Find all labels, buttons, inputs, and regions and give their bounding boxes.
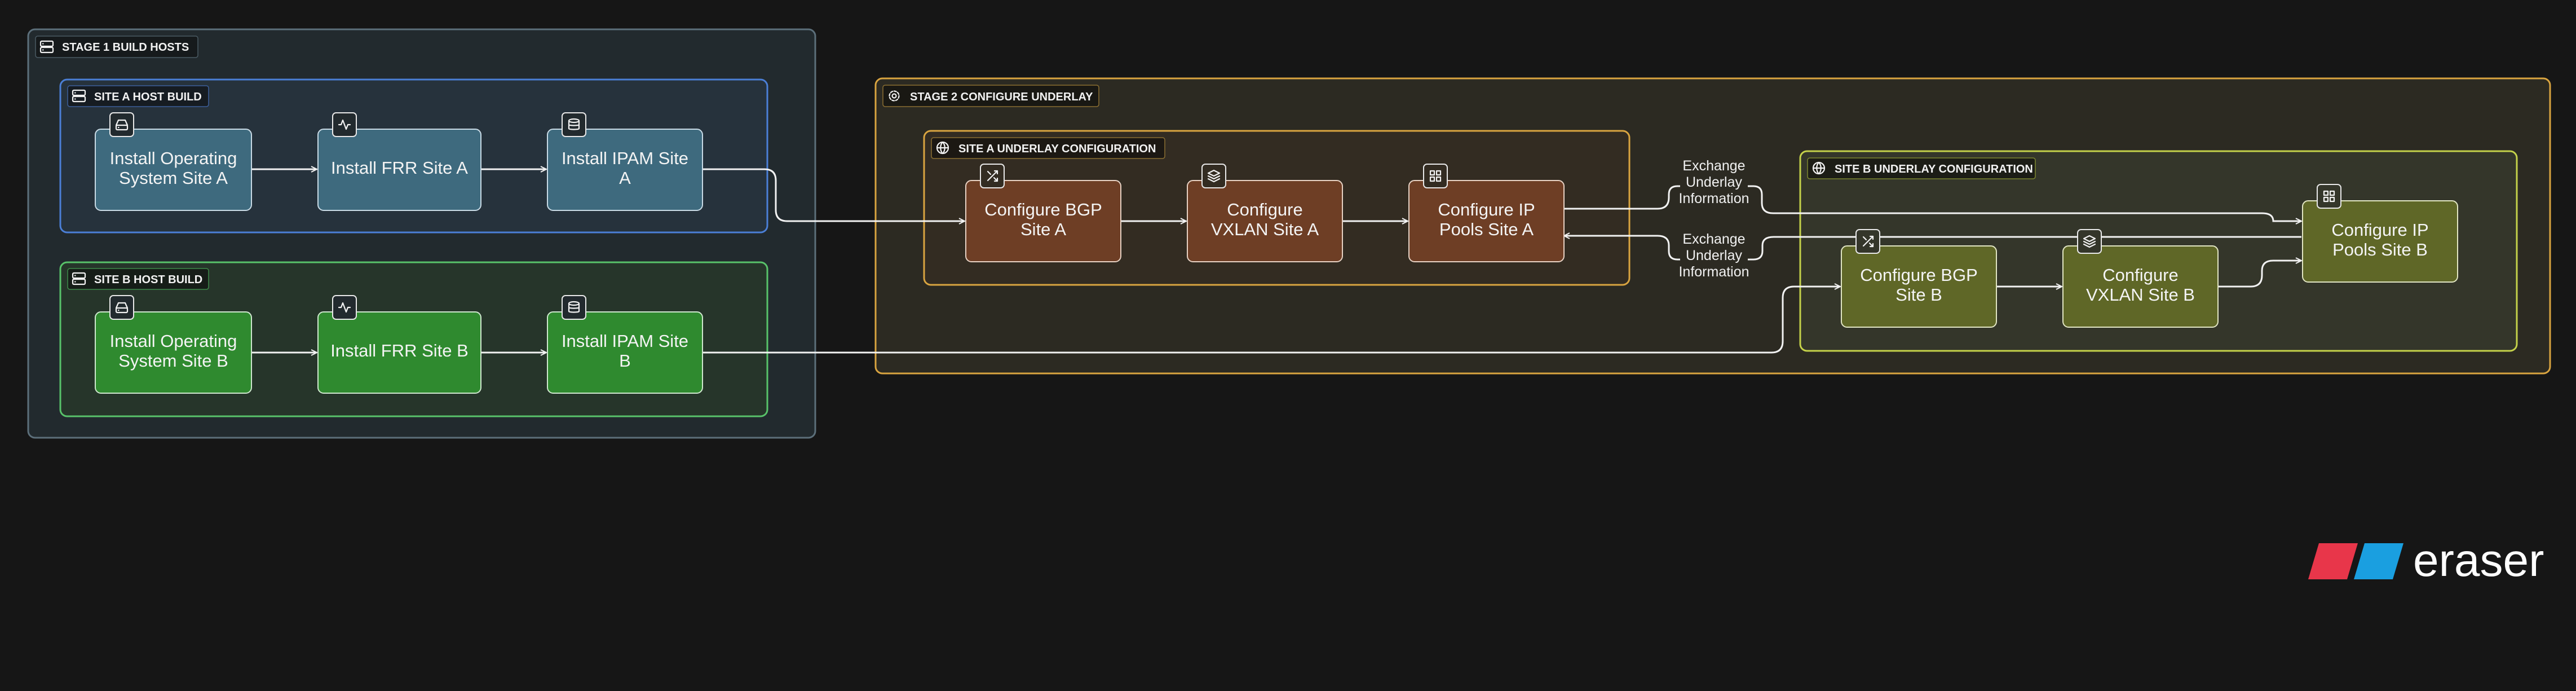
server-icon (39, 40, 54, 54)
group-title-site-b-underlay: SITE B UNDERLAY CONFIGURATION (1835, 163, 2033, 175)
edge-label-line: Information (1678, 264, 1749, 280)
edges (251, 169, 2301, 353)
node-configure-vxlan-site-a[interactable]: Configure VXLAN Site A (1187, 164, 1343, 262)
group-title-site-a-underlay: SITE A UNDERLAY CONFIGURATION (958, 143, 1156, 155)
group-label-site-a-host: SITE A HOST BUILD (67, 85, 209, 107)
group-label-site-b-host: SITE B HOST BUILD (67, 268, 209, 290)
server-icon (72, 89, 86, 103)
node-label-line: Pools Site A (1439, 219, 1534, 239)
database-icon (568, 118, 580, 130)
edge-label-line: Underlay (1686, 174, 1743, 190)
edge-label-line: Exchange (1682, 158, 1745, 174)
node-install-os-site-a[interactable]: Install Operating System Site A (95, 112, 252, 211)
node-label-line: Install IPAM Site (562, 331, 688, 351)
node-label-line: Configure (2102, 265, 2178, 285)
group-label-site-b-underlay: SITE B UNDERLAY CONFIGURATION (1807, 157, 2036, 179)
node-label-line: Configure IP (1438, 200, 1535, 219)
edge-ipam-a-to-bgp-a (702, 168, 965, 221)
node-label-line: Configure (1227, 200, 1302, 219)
node-configure-bgp-site-b[interactable]: Configure BGP Site B (1841, 229, 1997, 328)
node-label-line: System Site B (118, 351, 228, 371)
layers-icon (2083, 235, 2096, 248)
gear-icon (889, 90, 900, 102)
group-title-site-b-host: SITE B HOST BUILD (94, 274, 202, 286)
edge-vxlan-b-to-pools-b (2218, 261, 2301, 288)
node-label-line: Site A (1020, 219, 1066, 239)
group-title-stage-2: STAGE 2 CONFIGURE UNDERLAY (910, 91, 1093, 103)
globe-icon (1812, 161, 1826, 175)
node-label-line: VXLAN Site A (1211, 219, 1319, 239)
node-label-line: Pools Site B (2332, 240, 2428, 259)
edge-pools-a-to-pools-b (1564, 185, 2301, 221)
node-configure-ip-pools-site-a[interactable]: Configure IP Pools Site A (1408, 164, 1565, 262)
node-label-line: Site B (1895, 285, 1942, 305)
node-label-line: Install FRR Site A (331, 158, 468, 178)
node-label-line: System Site A (119, 168, 228, 188)
edge-label-line: Information (1678, 191, 1749, 206)
node-label-line: Configure IP (2331, 220, 2428, 240)
edge-label-line: Exchange (1682, 231, 1745, 247)
hard-drive-icon (115, 302, 129, 314)
group-title-site-a-host: SITE A HOST BUILD (94, 91, 202, 103)
group-label-site-a-underlay: SITE A UNDERLAY CONFIGURATION (931, 137, 1165, 159)
brand-name: eraser (2413, 535, 2544, 586)
edge-label-exchange-1: Exchange Underlay Information (1678, 158, 1749, 206)
shuffle-icon (1862, 235, 1874, 248)
edge-ipam-b-to-bgp-b (702, 287, 1840, 354)
globe-icon (936, 141, 949, 155)
activity-icon (338, 119, 351, 130)
activity-icon (338, 302, 351, 313)
database-icon (568, 301, 580, 313)
grid-icon (2323, 190, 2335, 203)
node-label-line: Install Operating (110, 331, 237, 351)
group-title-stage-1: STAGE 1 BUILD HOSTS (62, 41, 189, 54)
eraser-brand[interactable]: eraser (2308, 535, 2544, 586)
grid-icon (1429, 170, 1442, 182)
edge-pools-b-to-pools-a (1564, 236, 2301, 261)
node-label-line: Configure BGP (984, 200, 1102, 219)
server-icon (72, 272, 86, 285)
node-configure-ip-pools-site-b[interactable]: Configure IP Pools Site B (2302, 184, 2458, 283)
group-label-stage-1: STAGE 1 BUILD HOSTS (35, 36, 198, 58)
eraser-logo-icon (2308, 543, 2403, 579)
node-label-line: VXLAN Site B (2086, 285, 2195, 305)
edge-label-exchange-2: Exchange Underlay Information (1678, 231, 1749, 280)
node-configure-bgp-site-a[interactable]: Configure BGP Site A (965, 164, 1121, 262)
node-label-line: Install Operating (110, 148, 237, 168)
node-install-frr-site-b[interactable]: Install FRR Site B (317, 295, 481, 394)
node-install-os-site-b[interactable]: Install Operating System Site B (95, 295, 252, 394)
node-label-line: B (619, 351, 631, 371)
layers-icon (1207, 169, 1221, 183)
node-label-line: Configure BGP (1860, 265, 1978, 285)
group-label-stage-2: STAGE 2 CONFIGURE UNDERLAY (882, 85, 1099, 107)
node-configure-vxlan-site-b[interactable]: Configure VXLAN Site B (2062, 229, 2219, 328)
hard-drive-icon (115, 119, 129, 131)
node-install-ipam-site-b[interactable]: Install IPAM Site B (547, 295, 703, 394)
edge-label-line: Underlay (1686, 248, 1743, 263)
node-install-frr-site-a[interactable]: Install FRR Site A (317, 112, 481, 211)
node-label-line: Install FRR Site B (330, 341, 469, 360)
node-label-line: A (619, 168, 631, 188)
node-label-line: Install IPAM Site (562, 148, 688, 168)
shuffle-icon (987, 170, 998, 182)
node-install-ipam-site-a[interactable]: Install IPAM Site A (547, 112, 703, 211)
